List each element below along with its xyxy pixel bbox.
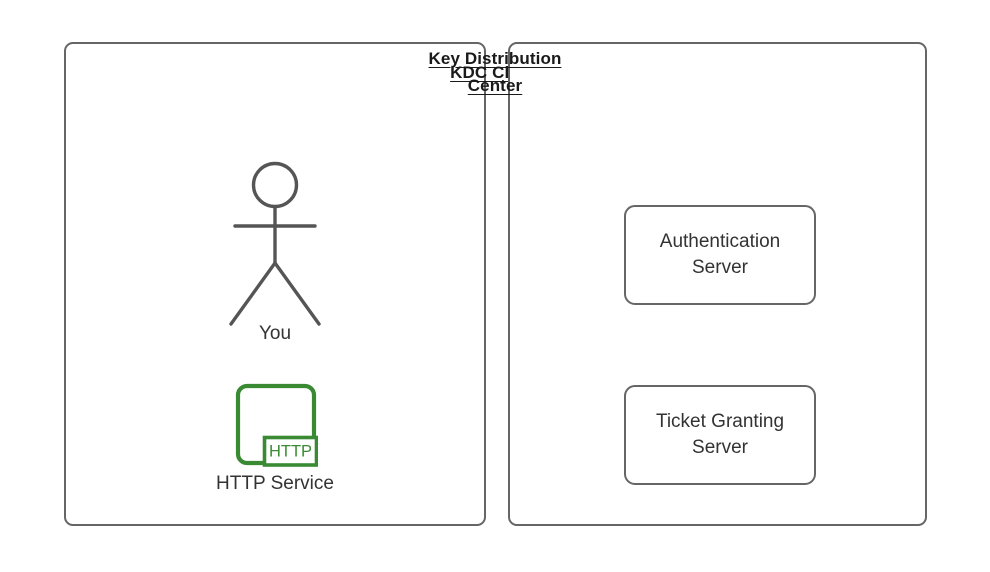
- panel-kdc-title-line-2: Center: [467, 76, 523, 95]
- ticket-granting-server-box[interactable]: Ticket Granting Server: [624, 385, 816, 485]
- ticket-granting-server-label: Ticket Granting Server: [646, 409, 794, 461]
- authentication-server-label: Authentication Server: [650, 229, 790, 281]
- authentication-server-box[interactable]: Authentication Server: [624, 205, 816, 305]
- panel-kdc-title-line-1: Key Distribution: [428, 49, 562, 68]
- ticket-granting-server-label-line-2: Server: [692, 437, 748, 458]
- panel-kdc-title: Key Distribution Center: [0, 45, 990, 99]
- http-service-label: HTTP Service: [216, 473, 334, 494]
- http-icon-badge-box: [262, 435, 318, 467]
- actor-you: [212, 158, 338, 330]
- stick-figure-left-leg: [229, 261, 277, 326]
- actor-you-label: You: [258, 323, 292, 344]
- authentication-server-label-line-2: Server: [692, 257, 748, 278]
- http-service-icon: HTTP: [234, 383, 318, 467]
- stick-figure-right-leg: [273, 261, 321, 326]
- authentication-server-label-line-1: Authentication: [659, 231, 781, 252]
- http-icon-frame: [235, 383, 317, 466]
- http-icon-badge-text: HTTP: [269, 443, 312, 461]
- stick-figure-head: [251, 161, 299, 209]
- ticket-granting-server-label-line-1: Ticket Granting: [655, 411, 785, 432]
